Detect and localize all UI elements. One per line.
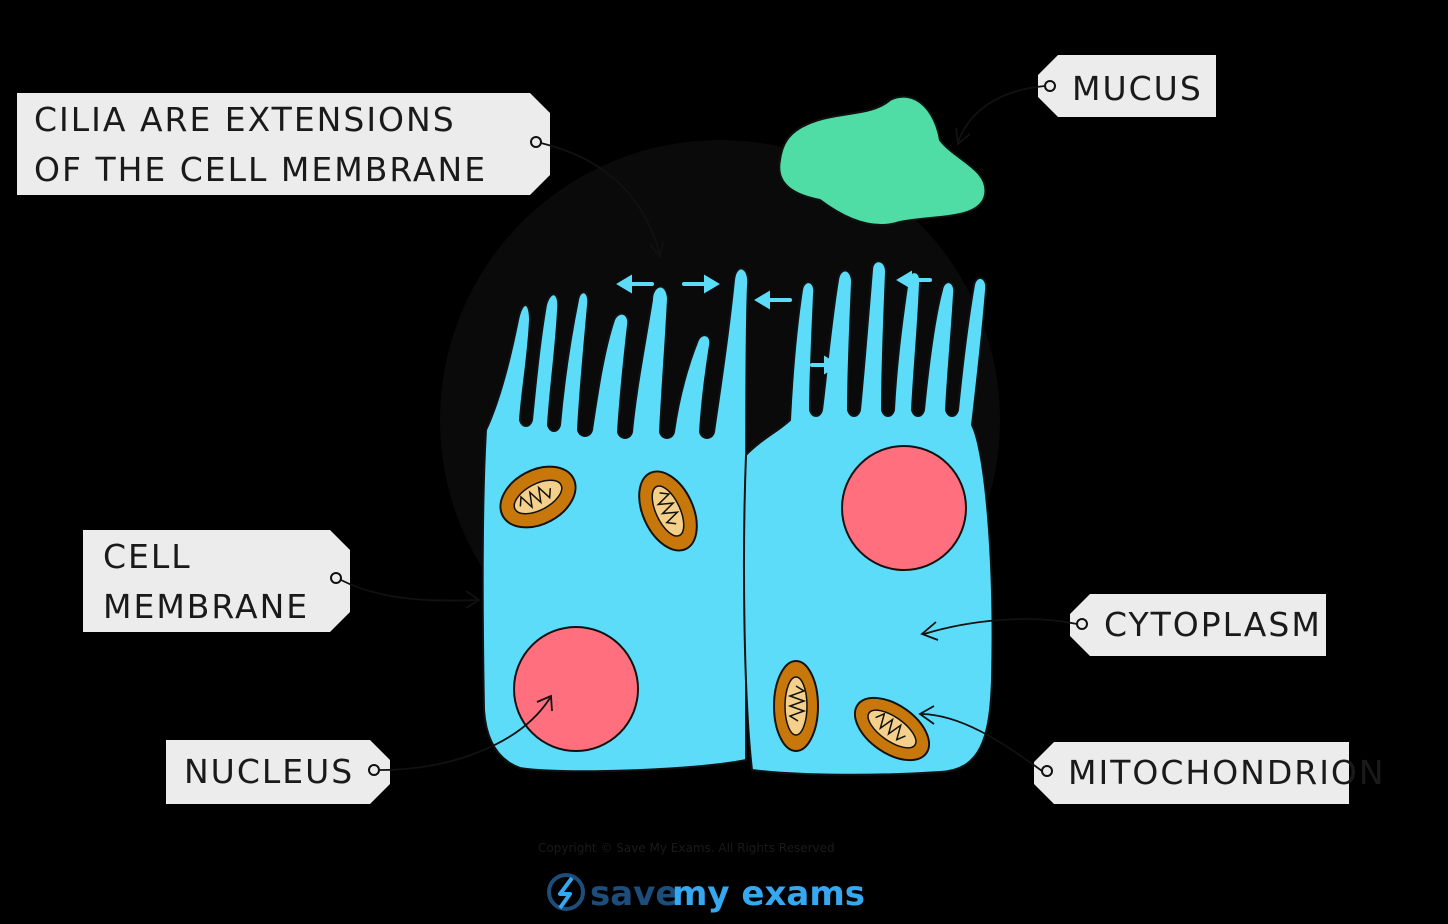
arrow-left-3-head (896, 270, 912, 290)
label-cytoplasm-pin (1076, 618, 1088, 630)
label-nucleus-text: NUCLEUS (184, 752, 354, 791)
label-nucleus: NUCLEUS (166, 694, 553, 804)
label-cilia-tag (17, 93, 550, 195)
arrow-left-1-head (616, 274, 632, 294)
label-cytoplasm-leader (923, 618, 1078, 635)
label-nucleus-leader (378, 697, 551, 771)
label-mitochondrion-text: MITOCHONDRION (1068, 753, 1386, 792)
logo-text-save: save (590, 874, 678, 914)
label-cytoplasm: CYTOPLASM (920, 594, 1326, 656)
mitochondrion-3 (773, 660, 819, 752)
mitochondrion-4 (853, 696, 931, 762)
arrow-right-2-head (824, 355, 840, 375)
logo-bolt-icon (558, 876, 574, 910)
label-cytoplasm-arrowhead (920, 621, 939, 641)
arrow-left-2-head (754, 290, 770, 310)
label-nucleus-arrowhead (536, 694, 553, 712)
label-mitochondrion-arrowhead (918, 705, 935, 725)
save-my-exams-logo: save my exams (547, 873, 865, 914)
label-cilia-line2: OF THE CELL MEMBRANE (34, 150, 487, 189)
label-mucus: MUCUS (955, 55, 1216, 146)
label-cell-membrane-line1: CELL (103, 537, 192, 576)
mitochondrion-2 (638, 470, 698, 552)
nucleus-right (841, 445, 967, 571)
logo-text-myexams: my exams (672, 874, 865, 914)
label-cilia-line1: CILIA ARE EXTENSIONS (34, 100, 456, 139)
label-cilia-leader (540, 142, 661, 256)
logo-icon (547, 873, 585, 911)
label-mitochondrion-tag (1034, 742, 1349, 804)
label-cell-membrane-tag (83, 530, 350, 632)
label-cell-membrane: CELL MEMBRANE (83, 530, 481, 632)
label-cytoplasm-text: CYTOPLASM (1104, 605, 1322, 644)
label-nucleus-tag (166, 740, 390, 804)
label-cell-membrane-line2: MEMBRANE (103, 587, 309, 626)
label-mitochondrion-leader (921, 713, 1043, 772)
label-cell-membrane-arrowhead (465, 590, 481, 609)
mitochondrion-1 (499, 465, 577, 529)
label-cell-membrane-leader (340, 579, 479, 602)
label-cilia: CILIA ARE EXTENSIONS OF THE CELL MEMBRAN… (17, 93, 664, 260)
label-cilia-pin (530, 136, 542, 148)
copyright-text: Copyright © Save My Exams. All Rights Re… (538, 841, 835, 855)
label-mucus-leader (957, 85, 1046, 143)
nucleus-left (513, 626, 639, 752)
mucus-blob (778, 95, 987, 226)
label-mucus-tag (1038, 55, 1216, 117)
label-mucus-pin (1044, 80, 1056, 92)
label-nucleus-pin (368, 764, 380, 776)
label-mitochondrion-pin (1041, 765, 1053, 777)
label-cytoplasm-tag (1070, 594, 1326, 656)
label-cell-membrane-pin (330, 572, 342, 584)
cilia-movement-arrows (616, 270, 932, 375)
label-mucus-arrowhead (955, 127, 971, 146)
label-mitochondrion: MITOCHONDRION (918, 705, 1386, 804)
label-cilia-arrowhead (649, 240, 664, 260)
label-mucus-text: MUCUS (1072, 69, 1203, 108)
arrow-right-1-head (704, 274, 720, 294)
